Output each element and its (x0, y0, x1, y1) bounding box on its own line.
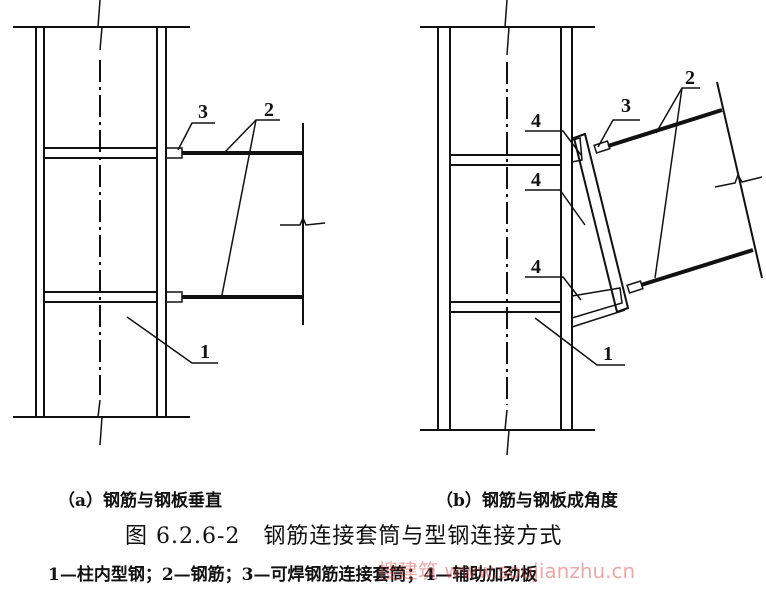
label-4-bottom: 4 (531, 256, 541, 278)
sleeve-lower (165, 291, 183, 303)
rebar-upper (607, 108, 723, 148)
caption-b: （b）钢筋与钢板成角度 (436, 491, 618, 511)
stiffener-plate (572, 132, 630, 314)
figure-legend: 1—柱内型钢；2—钢筋；3—可焊钢筋连接套筒；4—辅助加劲板 (48, 565, 538, 585)
figure-title: 图 6.2.6-2 钢筋连接套筒与型钢连接方式 (125, 524, 563, 549)
label-1: 1 (200, 341, 210, 363)
label-4-top: 4 (531, 110, 541, 132)
label-2: 2 (264, 99, 274, 121)
label-1: 1 (603, 343, 613, 365)
sleeve-upper (165, 147, 183, 159)
label-4-mid: 4 (531, 169, 541, 191)
caption-a: （a）钢筋与钢板垂直 (58, 491, 223, 511)
label-2: 2 (685, 67, 695, 89)
connection-diagram: 3 2 1 3 2 4 4 (13, 0, 763, 456)
diagram-a: 3 2 1 (13, 0, 326, 446)
label-3: 3 (621, 95, 631, 117)
rebar-lower (640, 248, 754, 287)
diagram-b: 3 2 4 4 4 1 (420, 0, 763, 456)
label-3: 3 (198, 101, 208, 123)
watermark: 搜建筑 www.soujianzhu.cn (378, 559, 636, 583)
